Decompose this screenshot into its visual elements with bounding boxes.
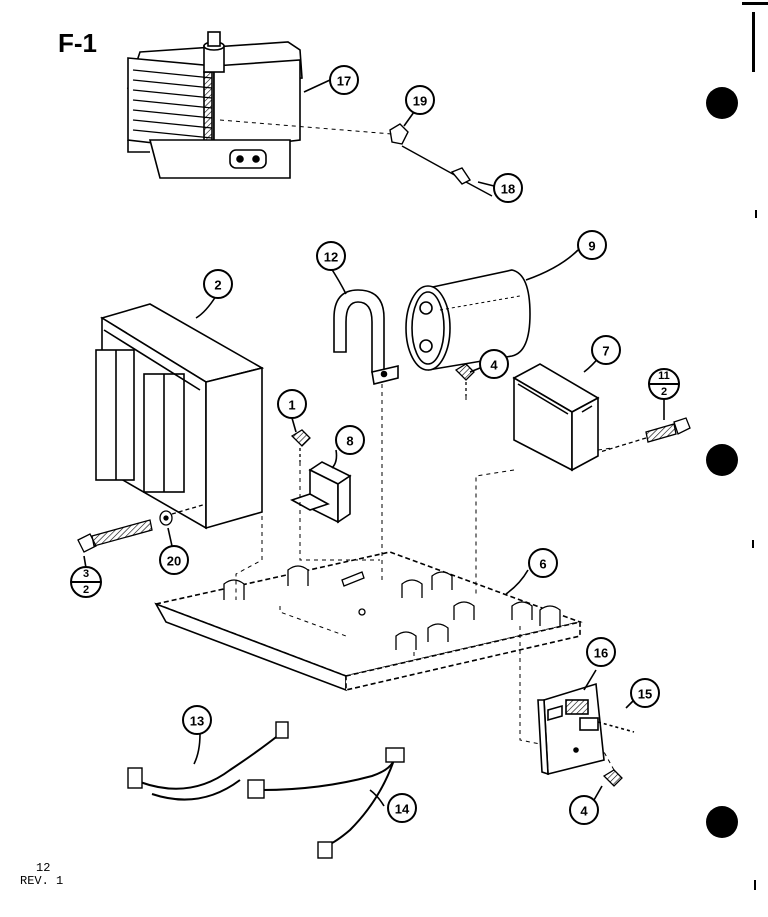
figure-label: F-1 xyxy=(58,28,97,58)
callout-2: 2 xyxy=(214,278,221,293)
callout-1: 1 xyxy=(288,398,295,413)
part-wire-harness-14 xyxy=(247,747,405,859)
callout-9: 9 xyxy=(588,239,595,254)
part-bolt-11 xyxy=(599,417,691,453)
callout-3-over-2-top: 3 xyxy=(83,568,89,580)
part-capacitor xyxy=(405,269,531,371)
part-bolt-3 xyxy=(77,503,207,553)
callout-18: 18 xyxy=(501,182,515,197)
callout-7: 7 xyxy=(602,344,609,359)
binder-hole xyxy=(706,444,738,476)
callout-4-lower: 4 xyxy=(580,804,588,819)
callout-14: 14 xyxy=(395,802,410,817)
callout-16: 16 xyxy=(594,646,608,661)
callout-12: 12 xyxy=(324,250,338,265)
callout-3-over-2-bottom: 2 xyxy=(83,584,89,596)
part-magnetron xyxy=(126,31,303,179)
callout-leaders xyxy=(83,79,665,807)
binder-hole xyxy=(706,87,738,119)
callout-markers xyxy=(70,65,680,825)
part-screw-1 xyxy=(290,429,311,462)
revision-label: REV. 1 xyxy=(20,874,64,888)
part-screw-4-lower xyxy=(602,769,623,787)
part-relay xyxy=(290,461,352,524)
edge-marks xyxy=(742,2,768,890)
callout-20: 20 xyxy=(167,554,181,569)
part-base-plate xyxy=(153,551,583,692)
part-transformer xyxy=(95,303,265,530)
part-capacitor-strap xyxy=(333,289,399,385)
callout-17: 17 xyxy=(337,74,351,89)
callout-11-over-2-top: 11 xyxy=(658,370,670,382)
part-choke xyxy=(512,363,600,472)
page-number: 12 xyxy=(36,861,51,875)
part-terminal-pin xyxy=(389,123,493,197)
callout-13: 13 xyxy=(190,714,204,729)
callout-11-over-2-bottom: 2 xyxy=(661,386,667,398)
binder-hole xyxy=(706,806,738,838)
part-switch-board xyxy=(537,682,635,776)
assembly-lines xyxy=(219,119,615,771)
part-screw-4-upper xyxy=(454,363,475,396)
page-footer: 12 REV. 1 xyxy=(20,862,63,888)
callout-labels: 17 19 18 12 9 2 4 7 1 8 20 6 16 15 13 14… xyxy=(83,74,670,819)
callout-6: 6 xyxy=(539,557,546,572)
callout-19: 19 xyxy=(413,94,427,109)
callout-15: 15 xyxy=(638,687,652,702)
callout-4-upper: 4 xyxy=(490,358,498,373)
callout-8: 8 xyxy=(346,434,353,449)
part-wire-harness-13 xyxy=(127,721,289,801)
